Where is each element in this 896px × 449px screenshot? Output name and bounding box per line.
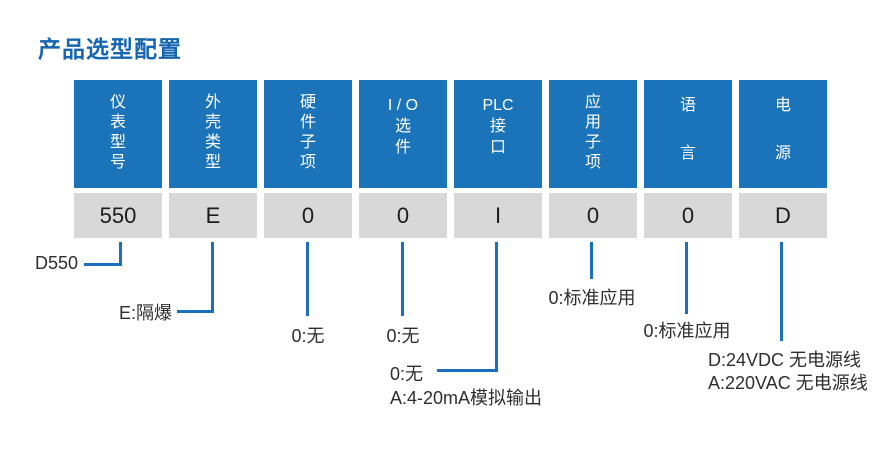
- column-value-hardware-subitem: 0: [264, 193, 352, 238]
- column-plc-interface: PLC 接 口 I: [454, 80, 542, 238]
- column-header-power: 电 源: [739, 80, 827, 188]
- annotation-power: D:24VDC 无电源线: [708, 350, 862, 370]
- column-header-application-subitem: 应 用 子 项: [549, 80, 637, 188]
- column-header-instrument-model: 仪 表 型 号: [74, 80, 162, 188]
- column-value-io-option: 0: [359, 193, 447, 238]
- annotation-model: D550: [34, 253, 78, 273]
- connector-plc-vline: [495, 242, 498, 372]
- connector-housing-vline: [211, 242, 214, 313]
- connector-io-vline: [401, 242, 404, 316]
- column-header-hardware-subitem: 硬 件 子 项: [264, 80, 352, 188]
- connector-plc-hline: [437, 369, 498, 372]
- column-power: 电 源 D: [739, 80, 827, 238]
- connector-housing-hline: [177, 310, 214, 313]
- column-value-language: 0: [644, 193, 732, 238]
- column-value-power: D: [739, 193, 827, 238]
- annotation-power-alt: A:220VAC 无电源线: [708, 373, 868, 393]
- annotation-io: 0:无: [386, 326, 420, 346]
- page-title: 产品选型配置: [38, 36, 182, 62]
- column-language: 语 言 0: [644, 80, 732, 238]
- column-header-housing-type: 外 壳 类 型: [169, 80, 257, 188]
- annotation-hardware: 0:无: [291, 326, 325, 346]
- column-hardware-subitem: 硬 件 子 项 0: [264, 80, 352, 238]
- annotation-plc: 0:无: [390, 364, 424, 384]
- connector-hardware-vline: [306, 242, 309, 316]
- column-value-housing-type: E: [169, 193, 257, 238]
- connector-model-vline: [119, 242, 122, 266]
- annotation-language: 0:标准应用: [643, 321, 731, 341]
- annotation-application: 0:标准应用: [548, 288, 636, 308]
- annotation-plc-alt: A:4-20mA模拟输出: [390, 388, 543, 408]
- column-io-option: I / O 选 件 0: [359, 80, 447, 238]
- connector-language-vline: [685, 242, 688, 314]
- annotation-housing: E:隔爆: [118, 303, 172, 323]
- column-instrument-model: 仪 表 型 号 550: [74, 80, 162, 238]
- column-header-language: 语 言: [644, 80, 732, 188]
- column-header-plc-interface: PLC 接 口: [454, 80, 542, 188]
- column-value-plc-interface: I: [454, 193, 542, 238]
- column-value-application-subitem: 0: [549, 193, 637, 238]
- connector-application-vline: [590, 242, 593, 279]
- connector-model-hline: [84, 263, 122, 266]
- column-header-io-option: I / O 选 件: [359, 80, 447, 188]
- column-application-subitem: 应 用 子 项 0: [549, 80, 637, 238]
- column-value-instrument-model: 550: [74, 193, 162, 238]
- selection-columns: 仪 表 型 号 550 外 壳 类 型 E 硬 件 子 项 0 I / O 选 …: [74, 80, 827, 238]
- column-housing-type: 外 壳 类 型 E: [169, 80, 257, 238]
- connector-power-vline: [780, 242, 783, 341]
